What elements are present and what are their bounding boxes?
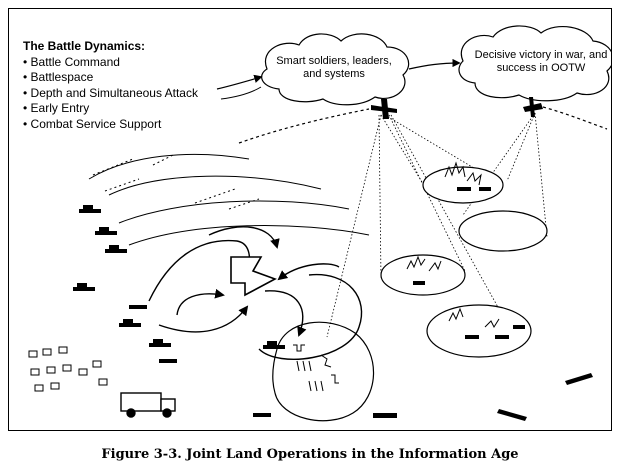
vehicle-marks: [413, 187, 525, 339]
unit-trails: [92, 154, 260, 210]
list-to-cloud-arrow: [216, 74, 263, 90]
dynamics-item-battlespace: Battlespace: [23, 70, 198, 86]
victory-cloud-shape: [458, 25, 611, 102]
battlefield-illustration: [28, 25, 611, 422]
list-to-cloud-arrow-2: [220, 86, 262, 100]
dynamics-item-css: Combat Service Support: [23, 117, 198, 133]
cloud-to-cloud-arrow: [408, 58, 461, 70]
soldiers-cloud-shape: [261, 33, 410, 106]
victory-cloud-text: Decisive victory in war, and success in …: [474, 49, 608, 74]
flight-lines: [238, 106, 608, 144]
battle-dynamics-title: The Battle Dynamics:: [23, 39, 146, 53]
satellite: [523, 97, 543, 117]
combat-bursts: [406, 161, 500, 329]
dynamics-item-early-entry: Early Entry: [23, 101, 198, 117]
base-camp: [28, 346, 108, 392]
rear-area-marks: [293, 344, 339, 392]
figure-caption: Figure 3-3. Joint Land Operations in the…: [101, 447, 519, 462]
battle-dynamics-list: The Battle Dynamics: Battle Command Batt…: [23, 39, 198, 132]
unit-silhouettes: [73, 205, 397, 418]
target-areas: [380, 166, 548, 358]
maneuver-arrows: [148, 226, 363, 360]
support-truck: [120, 392, 176, 418]
bottom-right-aircraft: [497, 373, 593, 421]
diagram-frame: The Battle Dynamics: Battle Command Batt…: [8, 8, 612, 431]
movement-arcs: [88, 153, 370, 246]
sensor-aircraft: [371, 99, 397, 119]
rear-area-loop: [272, 321, 375, 422]
soldiers-cloud-text: Smart soldiers, leaders, and systems: [276, 55, 392, 80]
sensor-cones: [326, 112, 548, 338]
dynamics-item-battle-command: Battle Command: [23, 55, 198, 71]
dynamics-item-depth-attack: Depth and Simultaneous Attack: [23, 86, 198, 102]
command-symbol: [230, 256, 277, 297]
